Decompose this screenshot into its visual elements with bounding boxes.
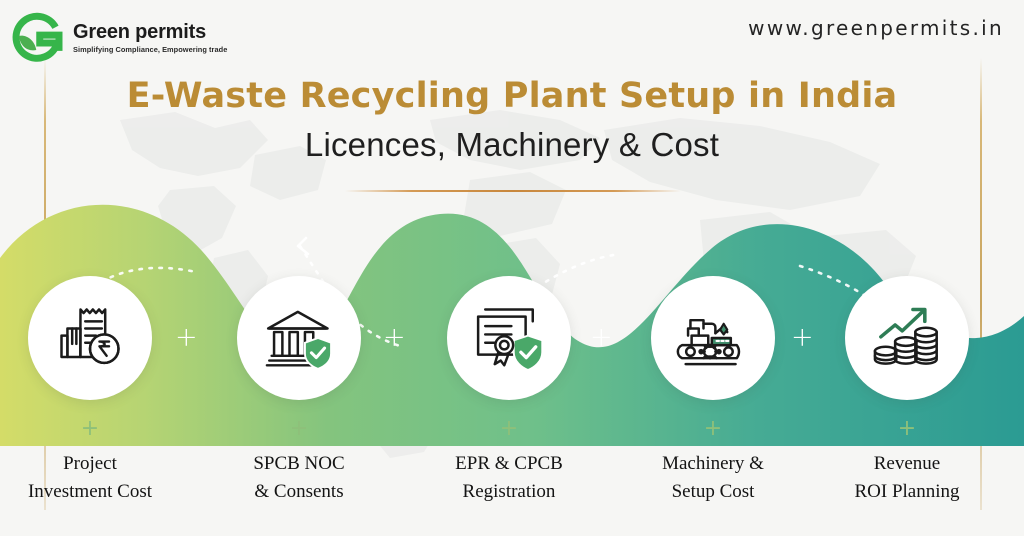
brand-tagline: Simplifying Compliance, Empowering trade [73,45,228,54]
step-label-machinery-setup-cost: Machinery & Setup Cost [608,450,818,505]
brand-text-block: Green permits Simplifying Compliance, Em… [73,18,228,55]
step-separator-2: + [383,322,406,353]
step-tick-5: + [897,416,917,441]
step-label-line2: Investment Cost [27,480,153,502]
step-label-line1: Project [63,453,117,474]
step-label-revenue-roi-planning: Revenue ROI Planning [802,450,1012,505]
certificate-shield-icon [476,308,544,372]
step-icon-machinery-setup-cost[interactable] [651,276,775,400]
coin-stack-growth-arrow-icon [873,307,938,365]
brand-logo[interactable]: Green permits Simplifying Compliance, Em… [10,8,227,64]
site-url[interactable]: www.greenpermits.in [748,16,1004,40]
step-label-epr-cpcb-registration: EPR & CPCB Registration [404,450,614,505]
step-icon-revenue-roi-planning[interactable] [845,276,969,400]
step-label-spcb-noc-consents: SPCB NOC & Consents [194,450,404,505]
step-label-line1: Machinery & [662,453,764,474]
step-separator-1: + [175,322,198,353]
conveyor-machinery-icon [676,318,741,366]
step-label-line2: & Consents [254,480,344,502]
step-label-line1: EPR & CPCB [455,453,563,474]
step-separator-4: + [791,322,814,353]
invoice-rupee-icon [60,308,120,365]
government-building-shield-icon [265,310,333,370]
step-label-line1: SPCB NOC [253,453,345,474]
step-separator-3: + [590,322,613,353]
green-permits-g-logo-icon [12,12,63,62]
step-label-line1: Revenue [873,453,941,474]
brand-name: Green permits [73,21,207,43]
step-label-line2: Registration [462,480,556,502]
step-label-line2: Setup Cost [671,480,755,502]
page-subtitle: Licences, Machinery & Cost [304,126,720,163]
step-icon-project-investment-cost[interactable] [28,276,152,400]
right-vertical-rule [980,58,982,510]
step-label-line2: ROI Planning [854,480,960,502]
step-icon-spcb-noc-consents[interactable] [237,276,361,400]
step-label-project-investment-cost: Project Investment Cost [0,450,195,505]
title-divider [345,190,681,192]
step-icon-epr-cpcb-registration[interactable] [447,276,571,400]
step-tick-3: + [499,416,519,441]
step-tick-2: + [289,416,309,441]
step-tick-4: + [703,416,723,441]
step-tick-1: + [80,416,100,441]
page-title: E-Waste Recycling Plant Setup in India [126,76,898,116]
